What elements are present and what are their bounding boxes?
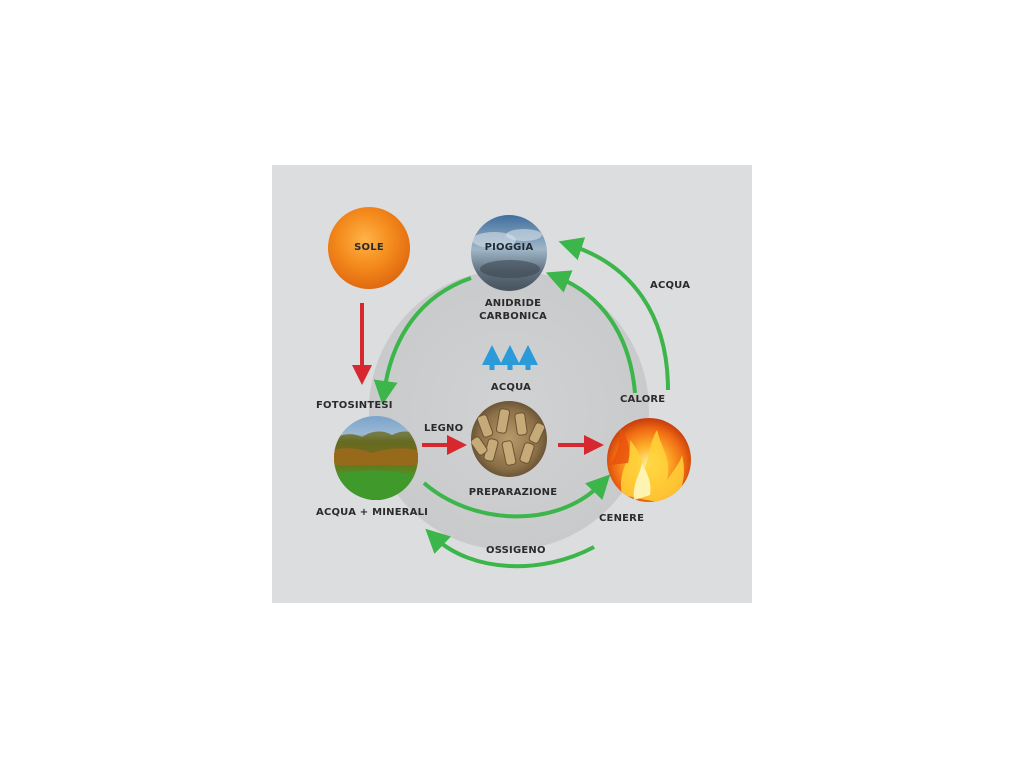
fotosintesi-label: FOTOSINTESI bbox=[316, 400, 393, 411]
diagram-graphics bbox=[328, 207, 691, 569]
forest-landscape-icon bbox=[334, 416, 418, 500]
arrow-pioggia-to-bosco bbox=[373, 276, 472, 405]
acqua-minerali-label: ACQUA + MINERALI bbox=[316, 507, 429, 518]
acqua-center-label: ACQUA bbox=[490, 382, 532, 393]
carbonica-label: CARBONICA bbox=[479, 311, 547, 322]
ossigeno-label: OSSIGENO bbox=[486, 545, 546, 556]
pioggia-label: PIOGGIA bbox=[484, 242, 534, 253]
arrow-bosco-to-fuoco bbox=[422, 474, 611, 519]
sun-icon bbox=[328, 207, 410, 289]
rain-cloud-icon bbox=[471, 215, 547, 291]
fire-icon bbox=[607, 418, 691, 502]
calore-label: CALORE bbox=[620, 394, 666, 405]
cycle-diagram: SOLE PIOGGIA ANIDRIDE CARBONICA ACQUA AC… bbox=[272, 165, 752, 603]
anidride-label: ANIDRIDE bbox=[484, 298, 542, 309]
cenere-label: CENERE bbox=[599, 513, 645, 524]
acqua-right-label: ACQUA bbox=[650, 280, 691, 291]
legno-label: LEGNO bbox=[424, 423, 464, 434]
arrow-ossigeno bbox=[425, 528, 595, 569]
preparazione-label: PREPARAZIONE bbox=[468, 487, 558, 498]
wood-pellets-icon bbox=[471, 401, 547, 477]
sole-label: SOLE bbox=[354, 242, 384, 253]
arrow-acqua-to-pioggia bbox=[558, 237, 670, 391]
arrow-calore-to-pioggia bbox=[545, 270, 637, 394]
